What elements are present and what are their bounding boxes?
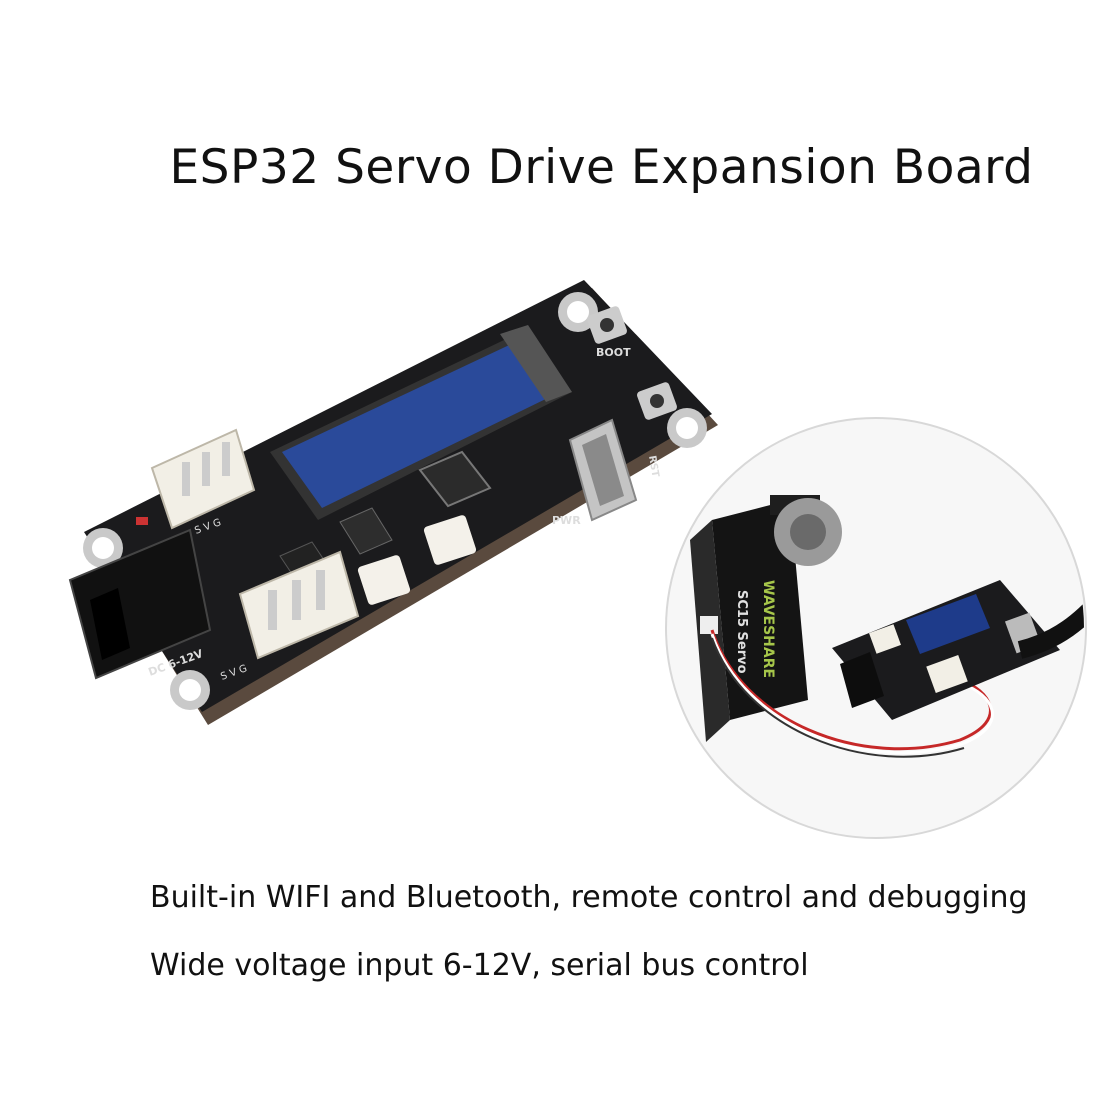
expansion-board: BOOT RST PWR DC 6-12V S V G S V G [68,280,718,725]
servo-model: SC15 Servo [734,590,749,674]
regulator-chip [339,507,393,555]
usb-cable [1017,593,1084,659]
dc-jack [68,528,212,680]
feature-wifi-bluetooth: Built-in WIFI and Bluetooth, remote cont… [150,880,1028,915]
servo-demo-inset: WAVESHARE SC15 Servo [665,417,1087,839]
rst-button [637,382,677,420]
servo-connector-bottom [238,550,360,660]
servo-brand: WAVESHARE [760,580,776,678]
servo-connector-top [150,428,256,530]
usb-c-port [568,418,638,522]
rst-label: RST [646,455,661,478]
boot-button [587,306,627,344]
esp32-chip [418,450,492,508]
led-white-1 [423,515,477,565]
pwr-label: PWR [552,514,581,527]
feature-voltage-input: Wide voltage input 6-12V, serial bus con… [150,948,809,983]
mounting-holes [83,292,707,710]
servo-motor: WAVESHARE SC15 Servo [690,495,842,742]
oled-display [270,325,572,520]
boot-label: BOOT [596,346,631,359]
led-white-2 [357,555,411,605]
power-led [136,517,148,525]
mini-board [832,580,1060,720]
page-title: ESP32 Servo Drive Expansion Board [169,140,1034,195]
